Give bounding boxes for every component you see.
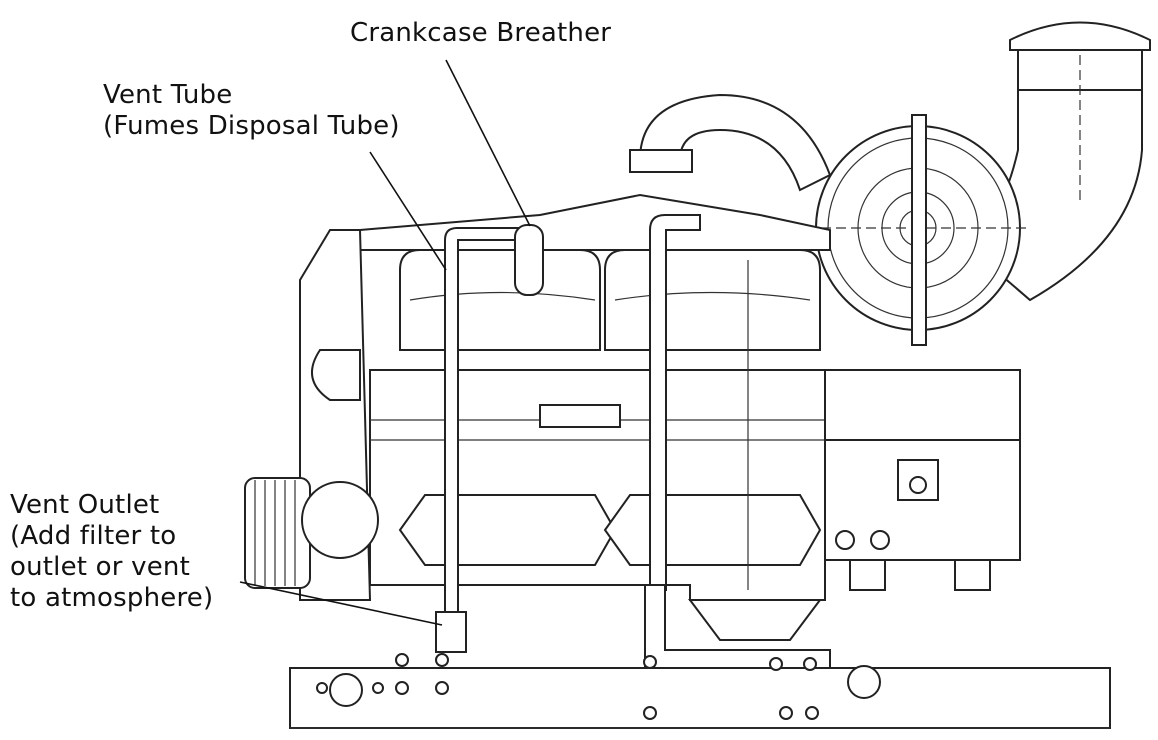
air-cleaner (806, 114, 1030, 346)
oil-pan-cover-left (398, 494, 617, 566)
crankcase-breather-label: Crankcase Breather (350, 18, 611, 49)
vent-outlet-label: Vent Outlet (Add filter to outlet or ven… (10, 490, 213, 614)
vent-tube-label: Vent Tube (Fumes Disposal Tube) (103, 80, 400, 142)
vent-tube-line-1: Vent Tube (103, 80, 233, 110)
valley-cover (359, 193, 831, 251)
crankcase-breather-text: Crankcase Breather (350, 18, 612, 48)
oil-filter-base (688, 599, 822, 641)
vent-tube (435, 227, 531, 653)
base-frame (289, 653, 1111, 729)
vent-outlet-line-3: outlet or vent (10, 552, 190, 582)
leader-vent-outlet (239, 581, 443, 626)
vent-outlet-line-1: Vent Outlet (10, 490, 160, 520)
valve-covers (399, 249, 821, 351)
crankcase-breather (514, 224, 544, 296)
front-housing (244, 229, 379, 601)
crossover-pipe (638, 93, 832, 192)
control-box (824, 369, 1021, 591)
vent-tube-line-2: (Fumes Disposal Tube) (103, 111, 400, 141)
oil-pan-cover-right (603, 494, 822, 566)
leader-crankcase-breather (445, 59, 531, 227)
pipe-flange (629, 149, 693, 173)
vent-outlet-line-4: to atmosphere) (10, 583, 214, 613)
vent-outlet-line-2: (Add filter to (10, 521, 177, 551)
leader-vent-tube (369, 151, 447, 271)
oil-tube (649, 214, 701, 591)
